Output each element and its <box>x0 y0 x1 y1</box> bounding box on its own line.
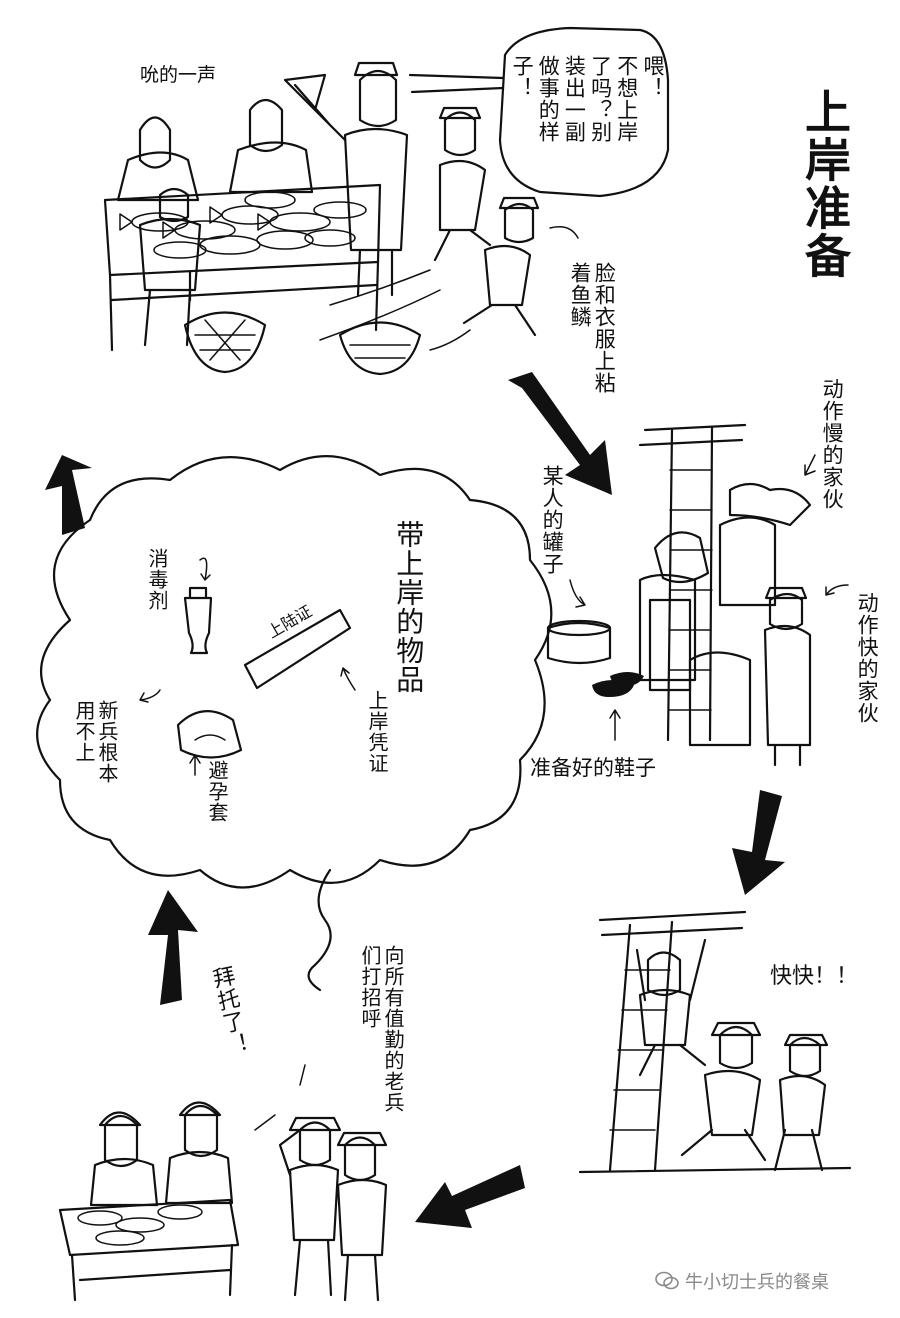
arrow-5 <box>45 455 92 535</box>
speech-line-6: 子！ <box>510 55 535 99</box>
arrow-1 <box>508 372 612 495</box>
pass-label: 上岸凭证 <box>365 690 389 774</box>
disinfectant-label: 消毒剂 <box>145 548 169 611</box>
arrow-2 <box>732 790 785 895</box>
speech-line-5: 做事的样 <box>536 55 561 143</box>
arrow-3 <box>415 1165 525 1228</box>
page-title: 上岸准备 <box>798 88 852 280</box>
speech-line-3: 了吗？别 <box>588 55 613 143</box>
panel-climbing <box>578 910 852 1174</box>
greet-veterans-text: 向所有值勤的老兵们打招呼 <box>358 945 405 1113</box>
shoes-label: 准备好的鞋子 <box>530 756 656 780</box>
cloud-heading: 带上岸的物品 <box>392 520 426 694</box>
sfx-text: 吮的一声 <box>140 64 217 86</box>
slow-guy-label: 动作慢的家伙 <box>820 378 845 510</box>
arrow-4 <box>148 890 198 1005</box>
speech-balloon-text: 喂！ 不想上岸 了吗？别 装出一副 做事的样 子！ <box>510 55 665 190</box>
condom-label: 避孕套 <box>205 760 229 823</box>
speech-line-2: 不想上岸 <box>614 55 639 143</box>
fast-guy-label: 动作快的家伙 <box>855 592 880 724</box>
fish-scale-annotation: 脸和衣服上粘着鱼鳞 <box>568 262 617 394</box>
panel-ladder-shoes <box>546 423 849 767</box>
panel-greeting <box>58 1064 388 1302</box>
thought-cloud <box>36 455 553 992</box>
wechat-icon <box>655 1271 679 1290</box>
useless-label-group: 新兵根本用不上 <box>72 700 119 800</box>
watermark-text: 牛小切士兵的餐桌 <box>685 1272 829 1293</box>
useless-label: 新兵根本用不上 <box>72 700 119 784</box>
speech-line-1: 喂！ <box>640 55 665 99</box>
jar-label: 某人的罐子 <box>540 465 565 575</box>
watermark: 牛小切士兵的餐桌 <box>655 1268 829 1294</box>
hurry-text: 快快！！ <box>770 964 859 989</box>
panel-fish-table <box>103 26 670 376</box>
speech-line-4: 装出一副 <box>562 55 587 143</box>
